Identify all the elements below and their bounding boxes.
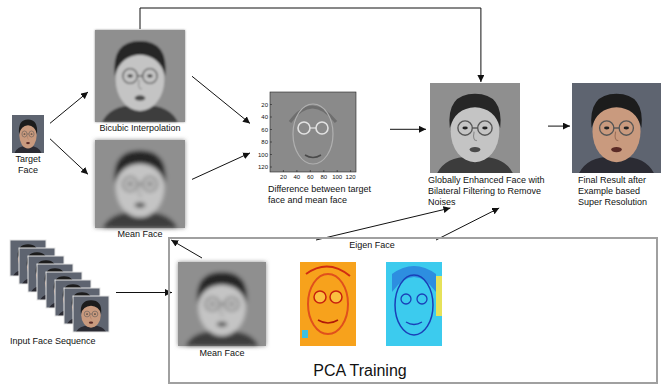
caption: Eigen Face xyxy=(292,240,452,251)
connector-group xyxy=(50,8,570,293)
eigen-pattern xyxy=(314,291,326,303)
photo-background xyxy=(95,30,185,122)
eigenface-warm xyxy=(300,262,356,346)
photo-background xyxy=(95,140,185,228)
axis-tick-label: 60 xyxy=(252,126,268,134)
eigen-pattern xyxy=(406,322,422,325)
caption: Difference between target face and mean … xyxy=(268,184,390,206)
eigen-pattern xyxy=(436,276,442,316)
flow-arrow xyxy=(116,292,172,293)
flow-arrow xyxy=(192,153,250,180)
flow-arrow xyxy=(316,208,450,240)
eigen-pattern xyxy=(308,274,348,334)
face-residual xyxy=(293,104,333,164)
eigen-pattern xyxy=(302,330,308,338)
difference-panel: Difference between target face and mean … xyxy=(250,88,390,206)
target-face-panel: Target Face xyxy=(6,114,50,176)
flow-arrow xyxy=(140,8,481,82)
flow-arrow xyxy=(50,92,88,123)
difference-plot xyxy=(270,92,356,172)
frame-border xyxy=(73,296,109,332)
glasses-residual xyxy=(298,122,310,134)
flow-arrow xyxy=(50,139,88,175)
eigenface-map xyxy=(300,262,356,346)
eigen-pattern xyxy=(417,294,427,304)
flow-arrow xyxy=(436,208,499,240)
mean-face-panel: Mean Face xyxy=(88,139,192,240)
flow-arrow xyxy=(390,129,426,130)
eigen-pattern xyxy=(395,275,433,335)
axis-ticks xyxy=(270,105,351,173)
eigen-pattern xyxy=(401,294,411,304)
axis-tick-label: 40 xyxy=(252,113,268,121)
eigenface-map xyxy=(386,262,442,346)
face-sequence-stack xyxy=(10,240,109,332)
sequence-frame xyxy=(73,296,109,332)
caption: Input Face Sequence xyxy=(10,336,116,347)
pca-mean-face-photo xyxy=(178,262,266,346)
glasses-residual xyxy=(310,127,316,128)
caption: Globally Enhanced Face with Bilateral Fi… xyxy=(428,175,548,208)
final-face-photo xyxy=(572,83,661,173)
pca-mean-face-panel: Mean Face xyxy=(172,258,272,359)
caption: Final Result after Example based Super R… xyxy=(578,175,658,208)
glasses-residual xyxy=(316,122,328,134)
flow-arrow xyxy=(192,76,250,123)
axis-tick-label: 40 xyxy=(289,173,305,181)
target-face-photo xyxy=(12,115,44,153)
axis-tick-label: 100 xyxy=(329,173,345,181)
axis-tick-label: 60 xyxy=(302,173,318,181)
flow-arrow xyxy=(548,126,570,127)
eigen-pattern xyxy=(330,291,342,303)
caption: Mean Face xyxy=(172,348,272,359)
input-sequence-panel: Input Face Sequence xyxy=(6,238,116,347)
final-result-panel: Final Result after Example based Super R… xyxy=(570,82,661,208)
axis-tick-label: 20 xyxy=(275,173,291,181)
pca-training-box: PCA Training Mean Face Eigen Face xyxy=(168,237,658,384)
bicubic-panel: Bicubic Interpolation xyxy=(88,29,192,134)
mean-face-photo xyxy=(95,140,185,228)
panel-title: PCA Training xyxy=(290,361,430,380)
mouth-residual xyxy=(305,155,321,158)
axis-tick-label: 80 xyxy=(252,138,268,146)
axis-tick-label: 120 xyxy=(343,173,359,181)
eigenface-panel: Eigen Face xyxy=(292,240,452,345)
enhanced-face-photo xyxy=(430,83,520,173)
photo-background xyxy=(178,262,266,346)
enhanced-face-panel: Globally Enhanced Face with Bilateral Fi… xyxy=(426,82,548,208)
caption: Bicubic Interpolation xyxy=(88,123,192,134)
bicubic-face-photo xyxy=(95,30,185,122)
eigenface-cool xyxy=(386,262,442,346)
axis-tick-label: 120 xyxy=(252,163,268,171)
hair-residual xyxy=(290,107,336,122)
flow-arrow xyxy=(171,240,202,258)
axis-tick-label: 20 xyxy=(252,101,268,109)
difference-image xyxy=(270,92,356,172)
axis-tick-label: 80 xyxy=(316,173,332,181)
eigen-pattern xyxy=(318,320,338,323)
caption: Target Face xyxy=(6,154,50,176)
axis-tick-label: 100 xyxy=(252,151,268,159)
